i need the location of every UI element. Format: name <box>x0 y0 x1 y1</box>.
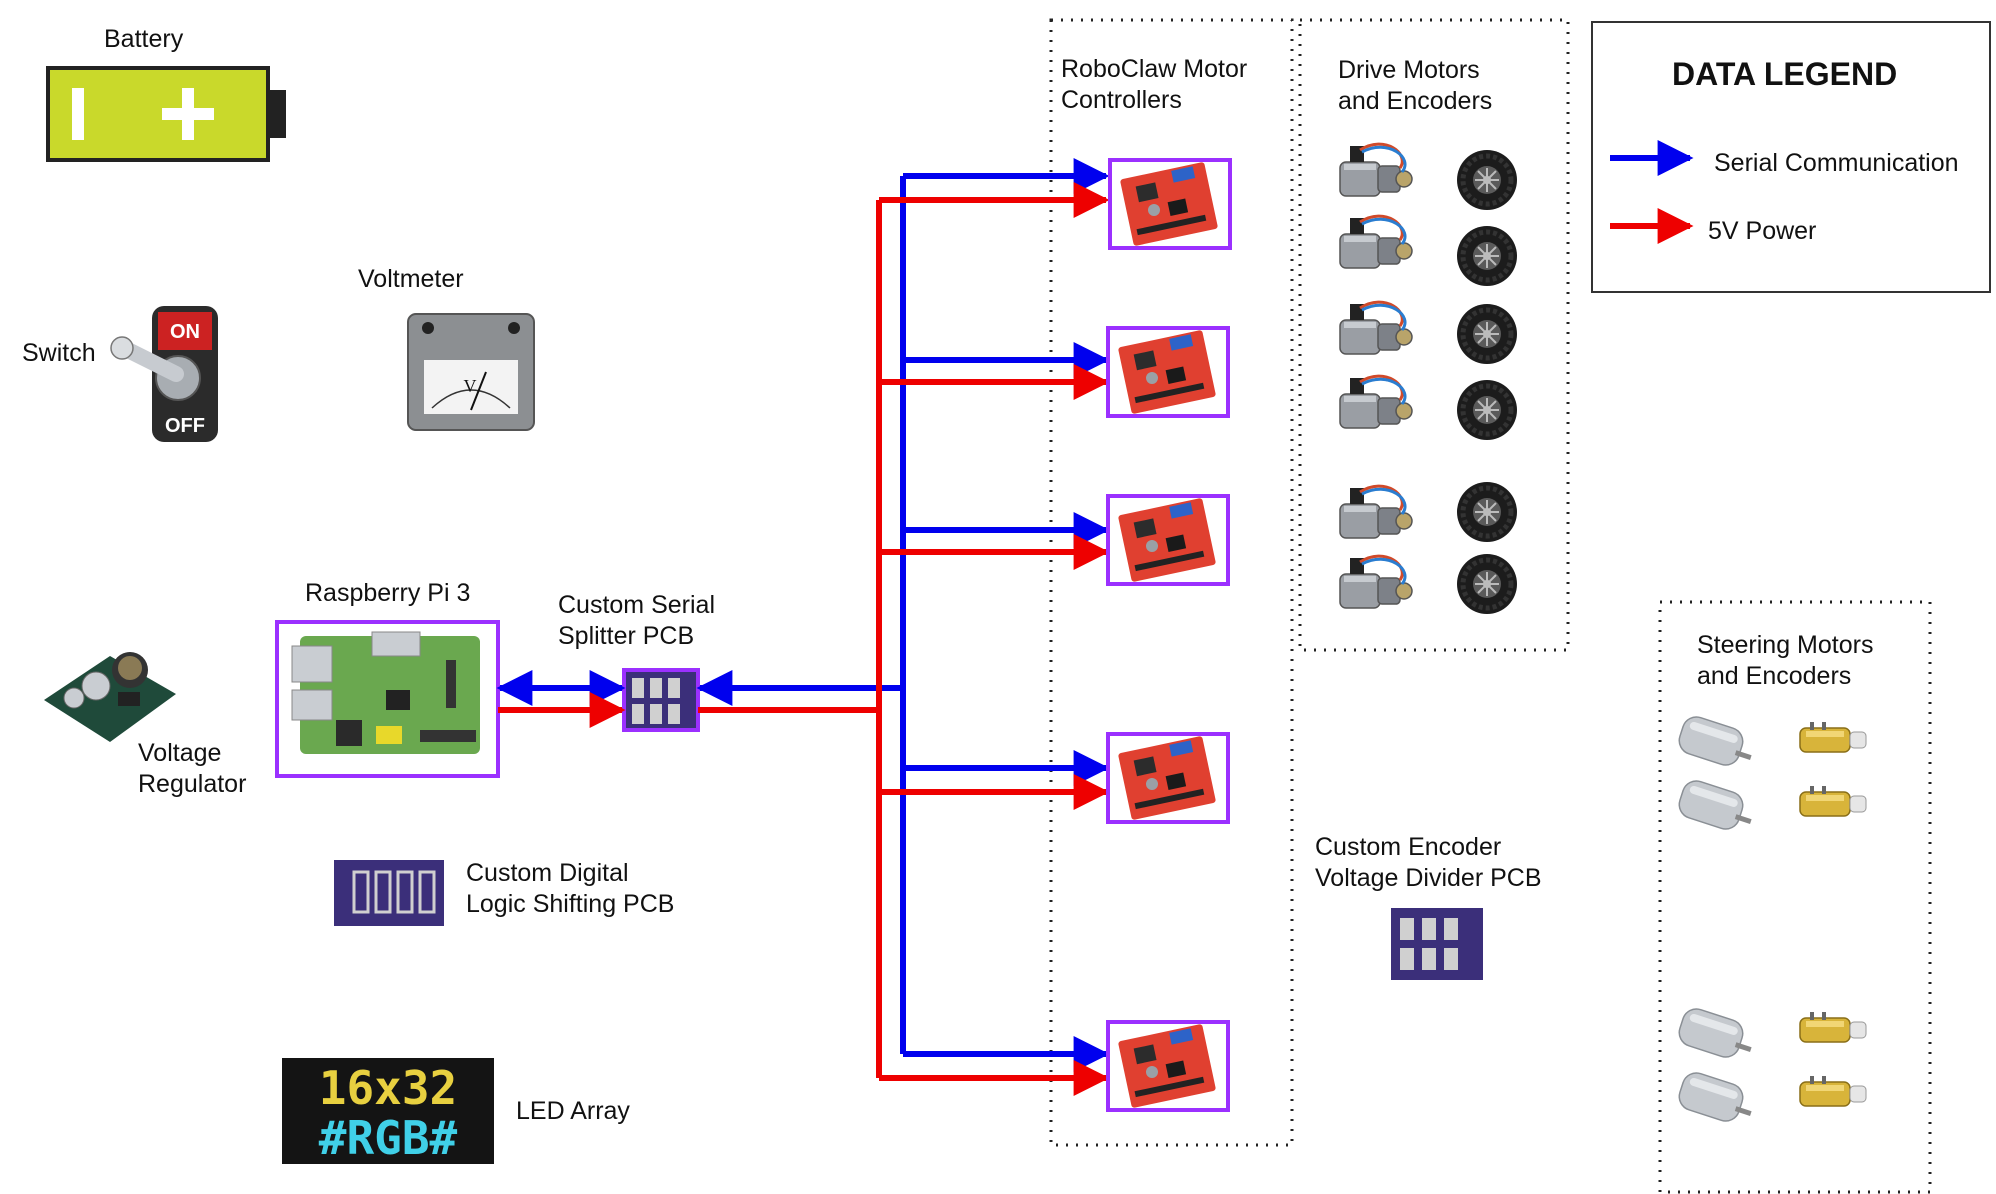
drive-motors-label: Drive Motors and Encoders <box>1338 55 1492 117</box>
steering-motors-label: Steering Motors and Encoders <box>1697 630 1873 692</box>
led-text-line2: #RGB# <box>319 1111 458 1165</box>
roboclaw-branches <box>879 158 1110 1096</box>
led-matrix-icon: 16x32 #RGB# <box>282 1058 494 1165</box>
encoder-divider-pcb-icon <box>1391 908 1483 980</box>
encoder-icon-1 <box>1799 721 1867 753</box>
toggle-switch-icon: ON OFF <box>110 306 218 442</box>
voltmeter-icon: V <box>407 313 535 431</box>
voltage-regulator-label-line2: Regulator <box>138 770 247 798</box>
drive-motor-3 <box>1338 300 1414 356</box>
voltmeter-label: Voltmeter <box>358 265 464 293</box>
wheel-icon-5 <box>1457 482 1517 542</box>
switch-off-label: OFF <box>165 415 205 437</box>
battery-icon <box>46 66 286 162</box>
wheel-icon-3 <box>1457 304 1517 364</box>
encoder-icon-4 <box>1799 1075 1867 1107</box>
roboclaw-controller-5 <box>1106 1020 1230 1112</box>
drive-motor-5 <box>1338 484 1414 540</box>
encoder-divider-label-line1: Custom Encoder <box>1315 833 1502 861</box>
raspberry-pi-icon <box>291 631 480 754</box>
raspberry-pi-label: Raspberry Pi 3 <box>305 579 471 607</box>
drive-motor-6 <box>1338 554 1414 610</box>
roboclaw-label-line1: RoboClaw Motor <box>1061 55 1248 83</box>
roboclaw-controller-4 <box>1106 732 1230 824</box>
voltage-regulator-label: Voltage Regulator <box>138 738 246 800</box>
serial-splitter-chips <box>632 678 680 724</box>
roboclaw-controller-1 <box>1108 158 1232 250</box>
encoder-divider-label: Custom Encoder Voltage Divider PCB <box>1315 832 1542 894</box>
voltage-regulator-label-line1: Voltage <box>138 739 222 767</box>
switch-label: Switch <box>22 339 96 367</box>
wheel-icon-2 <box>1457 226 1517 286</box>
voltage-regulator-icon <box>44 652 176 742</box>
steering-motors-label-line2: and Encoders <box>1697 662 1852 690</box>
switch-on-label: ON <box>170 321 200 343</box>
drive-motors-label-line1: Drive Motors <box>1338 56 1480 84</box>
serial-splitter-label-line2: Splitter PCB <box>558 622 695 650</box>
drive-motor-2 <box>1338 214 1414 270</box>
serial-splitter-label-line1: Custom Serial <box>558 591 715 619</box>
roboclaw-label: RoboClaw Motor Controllers <box>1061 54 1247 116</box>
drive-motors-label-line2: and Encoders <box>1338 87 1493 115</box>
logic-shifting-pcb-icon <box>334 860 444 926</box>
roboclaw-label-line2: Controllers <box>1061 86 1182 114</box>
serial-splitter-label: Custom Serial Splitter PCB <box>558 590 715 652</box>
legend-power-label: 5V Power <box>1708 217 1817 245</box>
led-array-label: LED Array <box>516 1097 630 1125</box>
wheel-icon-6 <box>1457 554 1517 614</box>
drive-motor-4 <box>1338 374 1414 430</box>
roboclaw-controller-3 <box>1106 494 1230 586</box>
battery-label: Battery <box>104 25 184 53</box>
encoder-icon-2 <box>1799 785 1867 817</box>
logic-shifting-label-line2: Logic Shifting PCB <box>466 890 675 918</box>
drive-motor-1 <box>1338 142 1414 198</box>
logic-shifting-label: Custom Digital Logic Shifting PCB <box>466 858 674 920</box>
encoder-divider-label-line2: Voltage Divider PCB <box>1315 864 1542 892</box>
steering-motor-4 <box>1674 1068 1753 1126</box>
led-text-line1: 16x32 <box>319 1061 457 1115</box>
encoder-icon-3 <box>1799 1011 1867 1043</box>
legend-title: DATA LEGEND <box>1672 56 1898 92</box>
legend-serial-label: Serial Communication <box>1714 149 1959 177</box>
steering-motors-label-line1: Steering Motors <box>1697 631 1874 659</box>
logic-shifting-label-line1: Custom Digital <box>466 859 629 887</box>
wheel-icon-1 <box>1457 150 1517 210</box>
wheel-icon-4 <box>1457 380 1517 440</box>
drive-motors-group-box <box>1298 18 1570 652</box>
roboclaw-controller-2 <box>1106 326 1230 418</box>
steering-motor-1 <box>1674 712 1753 770</box>
steering-motor-3 <box>1674 1004 1753 1062</box>
voltmeter-symbol: V <box>464 376 477 396</box>
steering-motor-2 <box>1674 776 1753 834</box>
roboclaw-group-box <box>1049 18 1294 1147</box>
